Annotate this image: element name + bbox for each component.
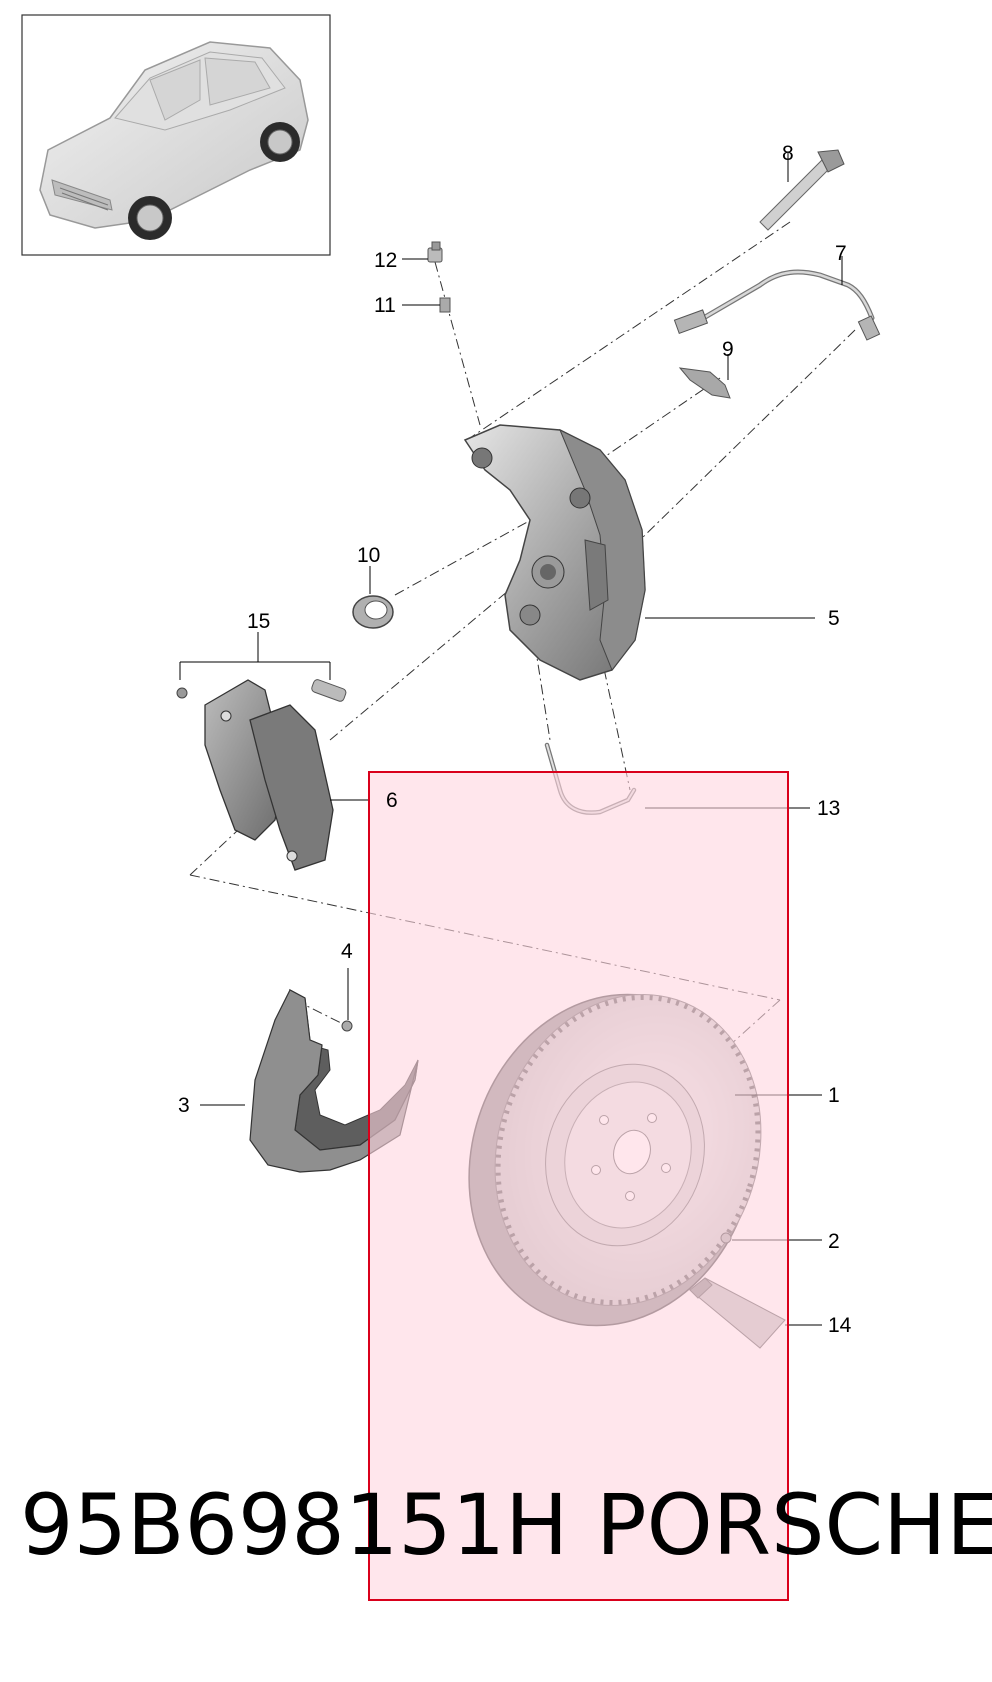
part-4-screw bbox=[341, 1020, 353, 1032]
callout-14: 14 bbox=[828, 1314, 852, 1337]
callout-4: 4 bbox=[341, 940, 353, 963]
callout-13: 13 bbox=[817, 797, 840, 820]
callout-5: 5 bbox=[828, 607, 840, 630]
part-7-wear-sensor-line bbox=[673, 269, 881, 341]
caption: 95B698151H PORSCHE bbox=[0, 1470, 992, 1580]
brand-name: PORSCHE bbox=[596, 1476, 992, 1574]
part-9-clip bbox=[678, 367, 731, 399]
part-12-bleeder-cap bbox=[427, 241, 443, 263]
callout-labels: 1 2 3 4 5 6 7 8 9 10 11 12 13 14 15 bbox=[178, 142, 852, 1337]
part-5-brake-caliper bbox=[463, 424, 646, 681]
part-number: 95B698151H bbox=[20, 1476, 569, 1574]
highlight-overlay bbox=[368, 771, 789, 1601]
part-8-bolt bbox=[759, 149, 845, 231]
callout-9: 9 bbox=[722, 338, 734, 361]
callout-8: 8 bbox=[782, 142, 794, 165]
suv-illustration bbox=[39, 41, 309, 240]
callout-15: 15 bbox=[247, 610, 270, 633]
part-15-pad-hardware bbox=[176, 679, 347, 702]
callout-7: 7 bbox=[835, 242, 847, 265]
part-6-brake-pads bbox=[204, 679, 334, 871]
callout-2: 2 bbox=[828, 1230, 840, 1253]
callout-3: 3 bbox=[178, 1094, 190, 1117]
part-11-bleeder-screw bbox=[439, 297, 451, 313]
callout-10: 10 bbox=[357, 544, 380, 567]
callout-1: 1 bbox=[828, 1084, 840, 1107]
callout-6: 6 bbox=[386, 789, 398, 812]
callout-11: 11 bbox=[374, 294, 396, 317]
vehicle-thumbnail bbox=[21, 14, 331, 256]
part-10-seal-ring bbox=[352, 595, 394, 629]
callout-12: 12 bbox=[374, 249, 397, 272]
